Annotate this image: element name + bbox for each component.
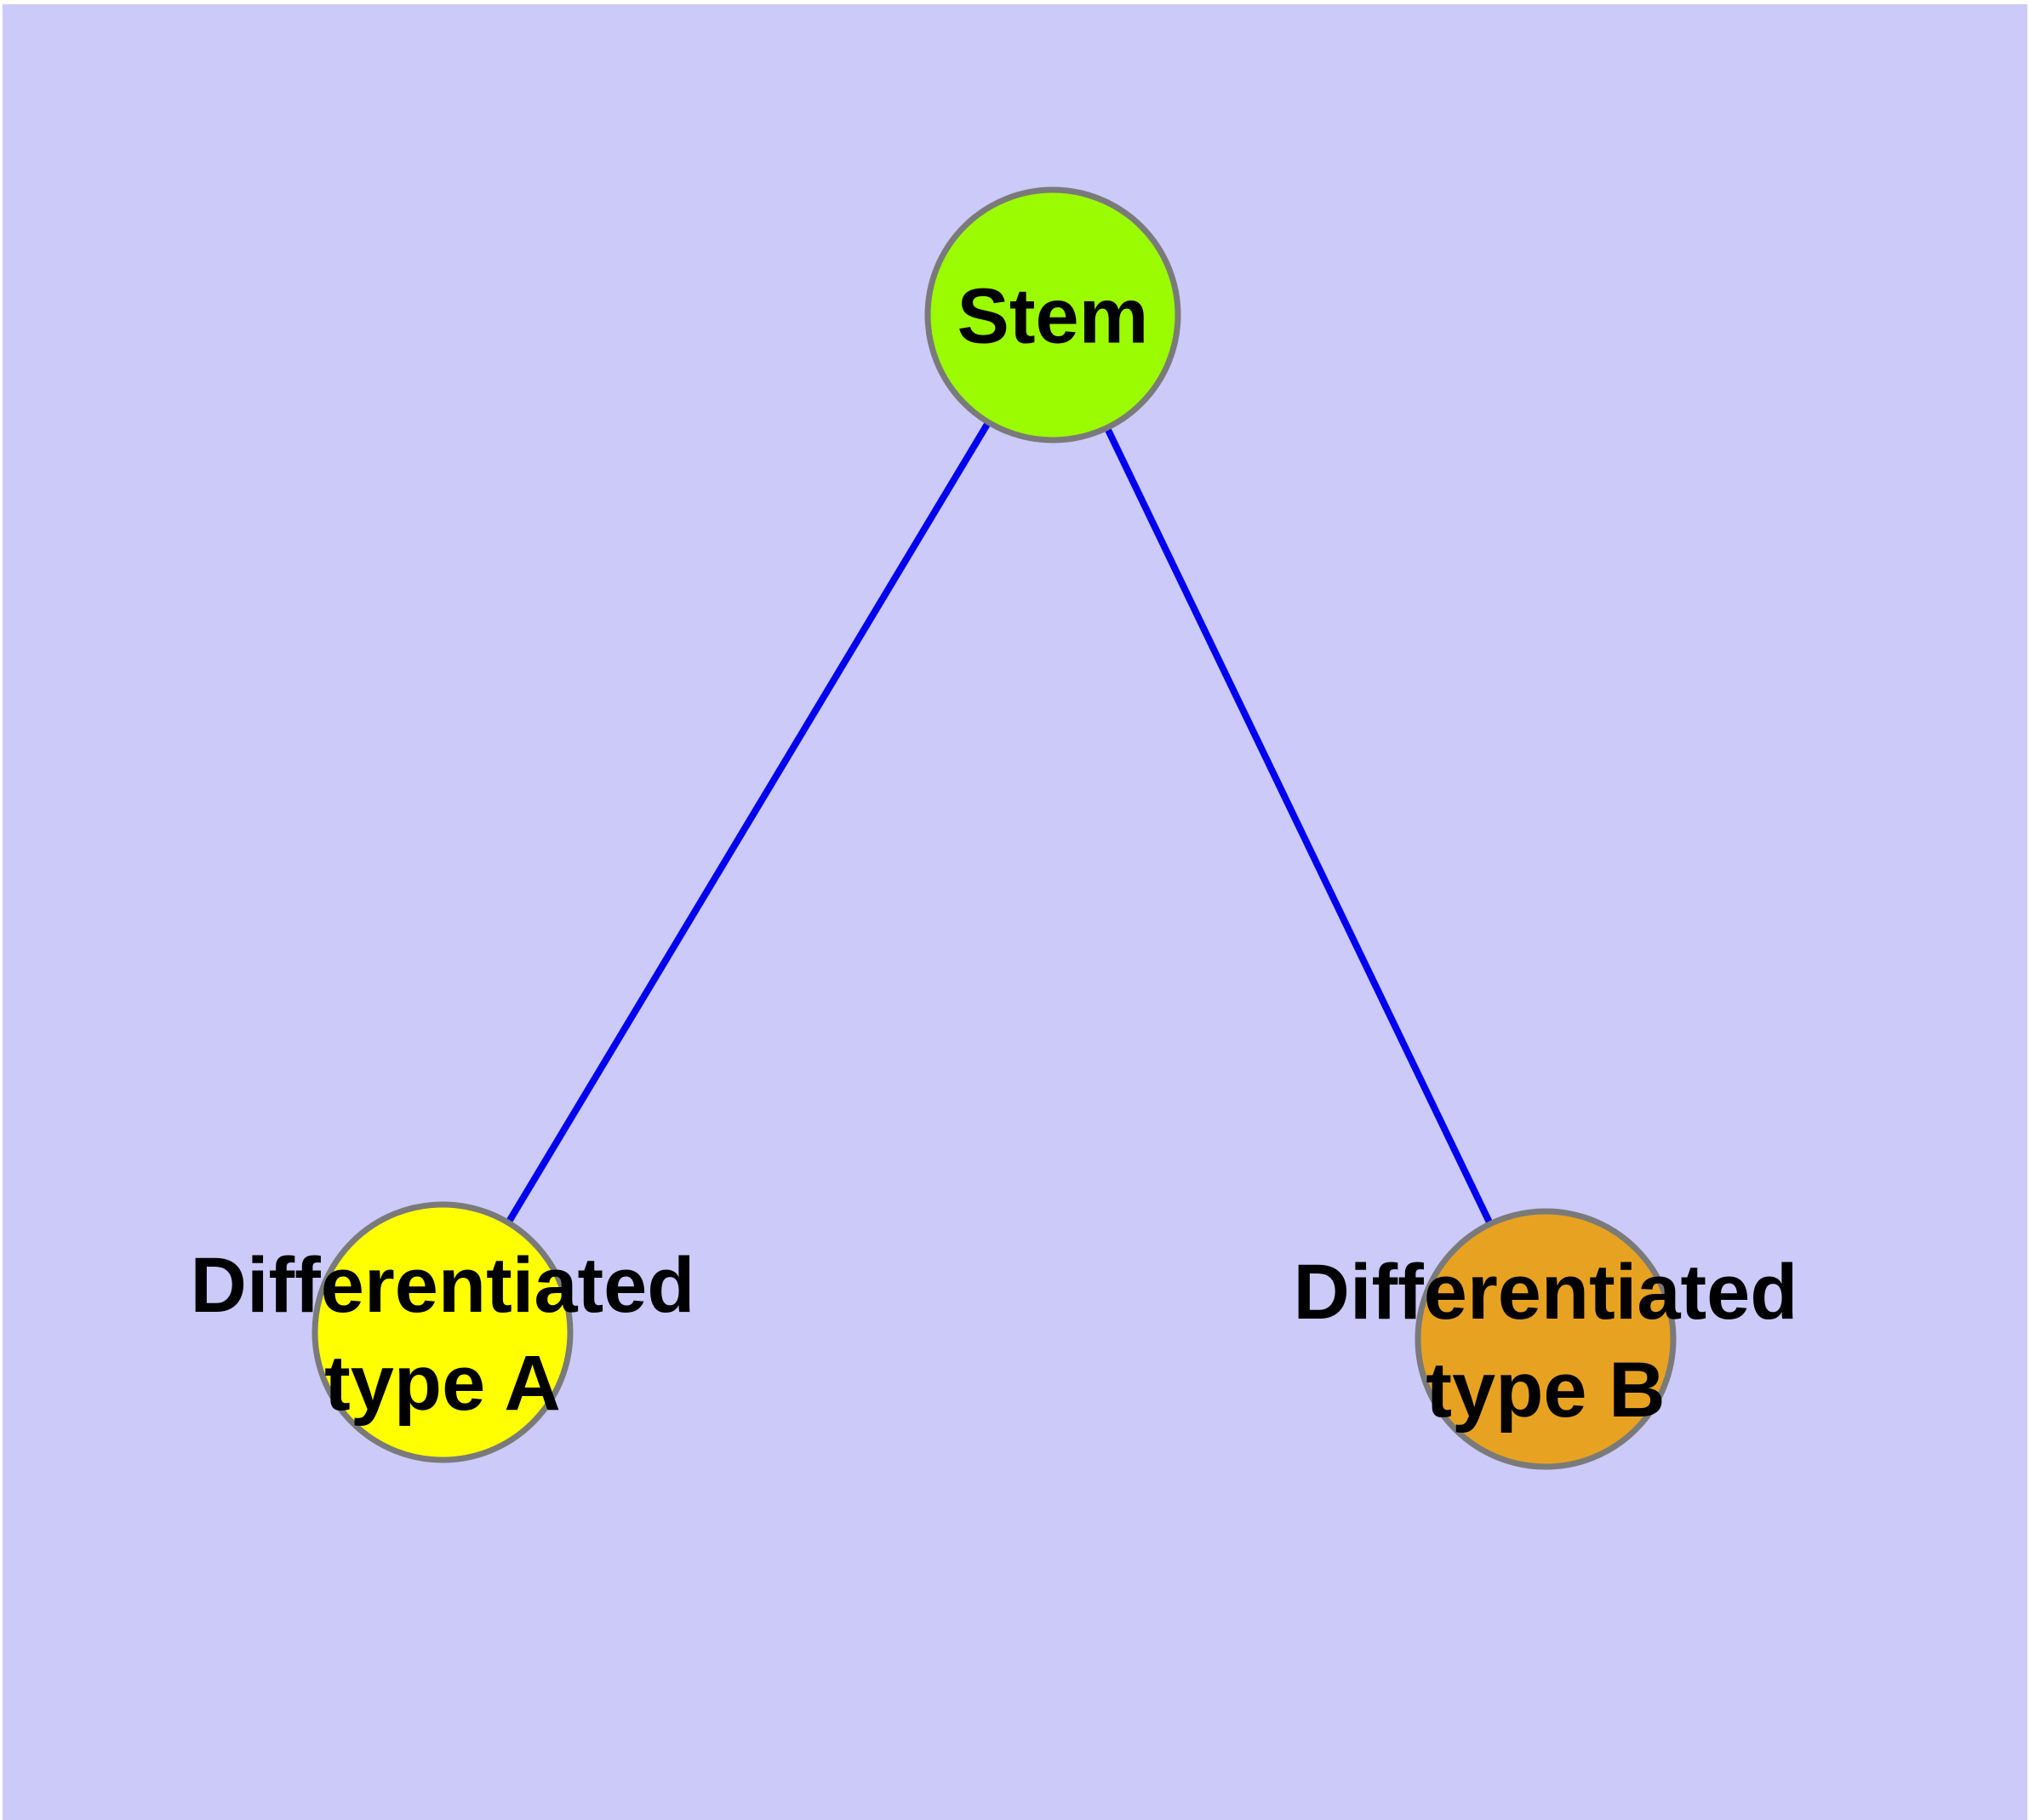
node-stem-label: Stem — [957, 272, 1149, 360]
edge-stem-to-type-a — [439, 312, 1056, 1335]
node-type-b-label: Differentiated type B — [1293, 1249, 1798, 1434]
edge-stem-to-type-b — [1049, 313, 1549, 1341]
node-type-a-circle — [311, 1201, 574, 1463]
node-stem-circle — [924, 186, 1181, 444]
node-type-a-label: Differentiated type A — [190, 1242, 695, 1427]
node-type-b-circle — [1415, 1208, 1677, 1470]
